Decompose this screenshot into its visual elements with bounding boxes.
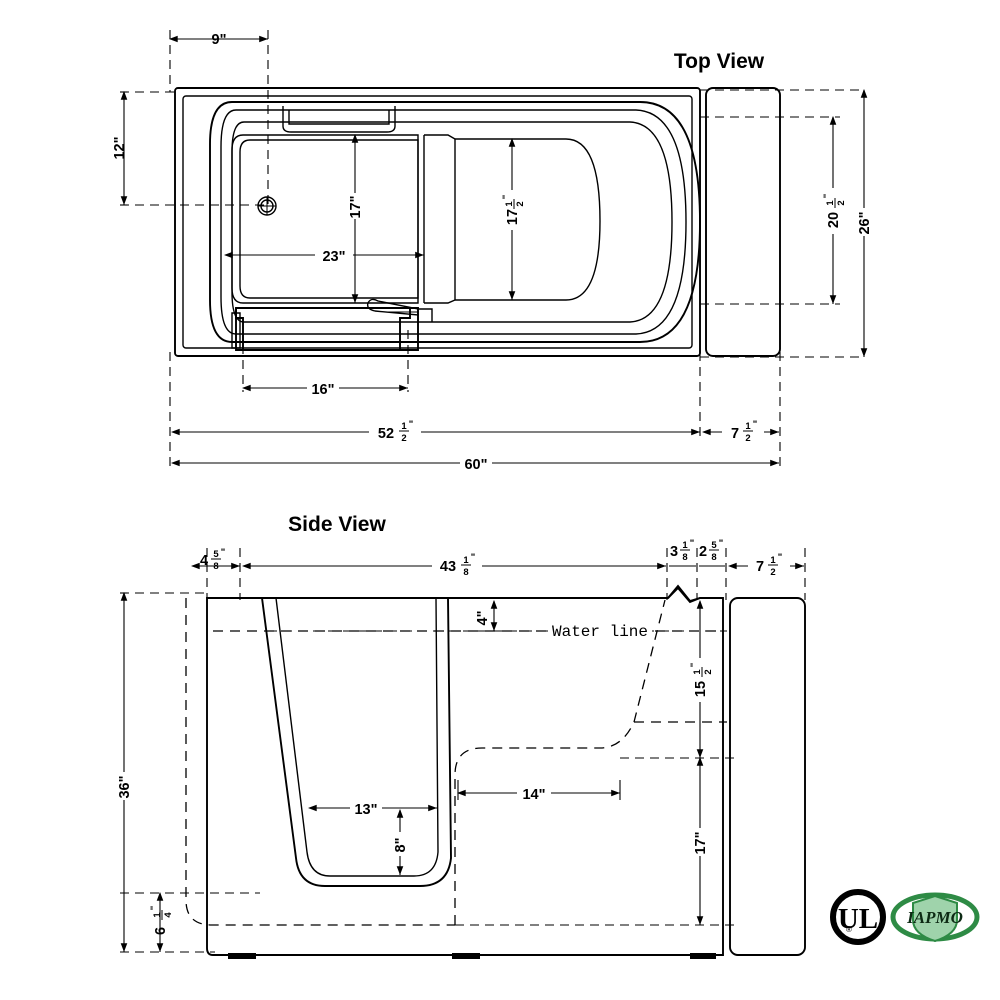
- dim-door-radius-height: 8": [393, 838, 409, 853]
- svg-text:4: 4: [200, 553, 208, 569]
- svg-text:1: 1: [463, 555, 469, 566]
- side-view-title: Side View: [288, 513, 386, 536]
- dim-water-depth-top: 4": [475, 611, 491, 626]
- top-view-dimensions: 9" 12" 17" 23" 17 1 2 " 20 1 2 ": [112, 32, 874, 474]
- svg-text:1: 1: [825, 200, 836, 206]
- dim-step-b: 2 5 8 ": [699, 538, 723, 563]
- dim-left-offset: 4 5 8 ": [200, 547, 225, 572]
- svg-text:": ": [409, 419, 414, 430]
- side-view-dimensions: 4 5 8 " 43 1 8 " 3 1 8 " 2 5: [114, 538, 804, 952]
- dim-apron-span-side: 7 1 2 ": [756, 552, 782, 578]
- svg-text:8: 8: [463, 567, 468, 578]
- ul-certification-logo: UL ®: [830, 889, 886, 945]
- top-view-construction-lines: [120, 30, 865, 472]
- svg-text:8: 8: [213, 561, 218, 572]
- svg-text:2: 2: [703, 669, 714, 674]
- svg-text:52: 52: [378, 426, 394, 442]
- svg-text:": ": [221, 547, 226, 558]
- dim-body-length: 52 1 2 ": [378, 419, 413, 444]
- dim-body-span: 43 1 8 ": [440, 552, 475, 578]
- svg-text:": ": [753, 419, 758, 430]
- water-line-label: Water line: [552, 623, 648, 641]
- dim-step-a: 3 1 8 ": [670, 538, 694, 563]
- svg-text:2: 2: [836, 200, 847, 205]
- svg-text:4: 4: [163, 912, 174, 918]
- svg-text:1: 1: [401, 421, 407, 432]
- svg-text:20: 20: [826, 212, 842, 228]
- svg-text:8: 8: [682, 552, 687, 563]
- dim-basin-width-front: 17": [348, 195, 364, 218]
- svg-text:": ": [778, 552, 783, 563]
- svg-text:2: 2: [401, 433, 406, 444]
- svg-text:17: 17: [505, 209, 521, 225]
- dim-overall-depth-inner: 20 1 2 ": [822, 194, 847, 228]
- tub-feet: [228, 953, 716, 959]
- top-view-tub-body: [174, 87, 781, 357]
- svg-text:1: 1: [692, 669, 703, 675]
- iapmo-mark-text: IAPMO: [906, 908, 963, 927]
- dim-overall-depth: 26": [857, 211, 873, 234]
- ul-mark-text: UL: [838, 903, 878, 935]
- svg-text:2: 2: [699, 544, 707, 560]
- dim-seat-height: 17": [693, 831, 709, 854]
- svg-text:1: 1: [152, 912, 163, 918]
- svg-text:1: 1: [504, 201, 515, 207]
- svg-text:2: 2: [770, 567, 775, 578]
- dim-door-width-side: 13": [354, 802, 377, 818]
- top-view-title: Top View: [674, 50, 765, 73]
- dim-drain-from-left: 9": [212, 32, 227, 48]
- svg-text:2: 2: [745, 433, 750, 444]
- drain-icon: [257, 196, 277, 216]
- ul-registered-symbol: ®: [846, 925, 852, 934]
- svg-text:": ": [501, 195, 512, 200]
- svg-text:": ": [719, 538, 724, 549]
- svg-text:5: 5: [213, 549, 219, 560]
- svg-text:6: 6: [153, 927, 169, 935]
- svg-text:7: 7: [731, 426, 739, 442]
- certification-marks: UL ® IAPMO: [830, 889, 980, 945]
- svg-text:": ": [689, 663, 700, 668]
- dim-basin-length: 23": [322, 249, 345, 265]
- dim-floor-clearance: 6 1 4 ": [149, 906, 174, 935]
- iapmo-certification-logo: IAPMO: [890, 892, 980, 943]
- svg-text:1: 1: [745, 421, 751, 432]
- dim-seat-depth: 17 1 2 ": [501, 195, 526, 225]
- svg-text:1: 1: [682, 540, 688, 551]
- dim-water-height: 15 1 2 ": [689, 663, 714, 697]
- svg-text:15: 15: [693, 681, 709, 697]
- svg-text:2: 2: [515, 201, 526, 206]
- svg-text:8: 8: [711, 552, 716, 563]
- svg-text:": ": [471, 552, 476, 563]
- svg-text:": ": [690, 538, 695, 549]
- svg-text:7: 7: [756, 559, 764, 575]
- svg-text:5: 5: [711, 540, 717, 551]
- svg-text:3: 3: [670, 544, 678, 560]
- svg-text:": ": [149, 906, 160, 911]
- svg-text:": ": [822, 194, 833, 199]
- svg-text:1: 1: [770, 555, 776, 566]
- dim-overall-length: 60": [464, 457, 487, 473]
- dim-seat-depth-side: 14": [522, 787, 545, 803]
- door-handle-icon: [366, 298, 419, 316]
- dim-drain-from-top: 12": [112, 136, 128, 159]
- dim-door-width-top: 16": [311, 382, 334, 398]
- dim-apron-length-top: 7 1 2 ": [731, 419, 757, 444]
- dim-overall-height: 36": [117, 775, 133, 798]
- svg-text:43: 43: [440, 559, 456, 575]
